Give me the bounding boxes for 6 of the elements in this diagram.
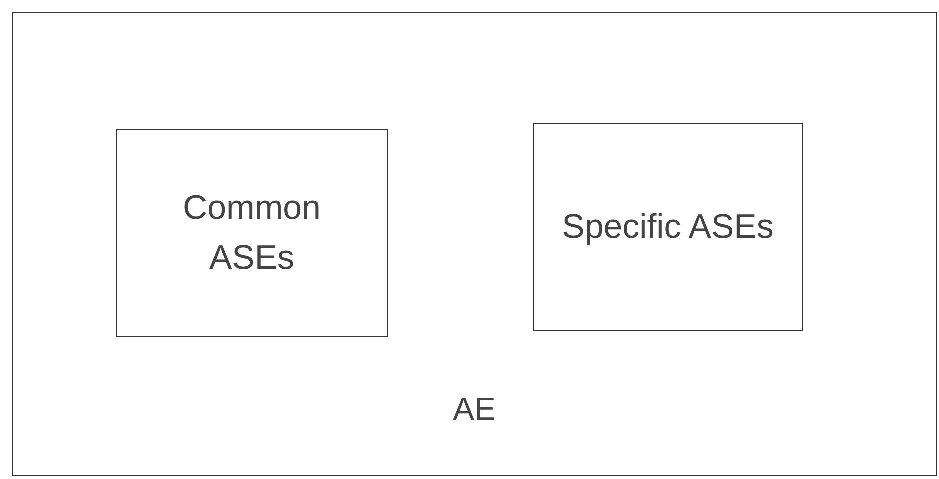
container-box	[12, 12, 937, 476]
component-box	[116, 129, 388, 337]
box-label: AE	[452, 390, 497, 429]
component-box	[533, 123, 803, 331]
box-label: Specific ASEs	[562, 207, 774, 248]
box-label: Common ASEs	[182, 188, 322, 279]
